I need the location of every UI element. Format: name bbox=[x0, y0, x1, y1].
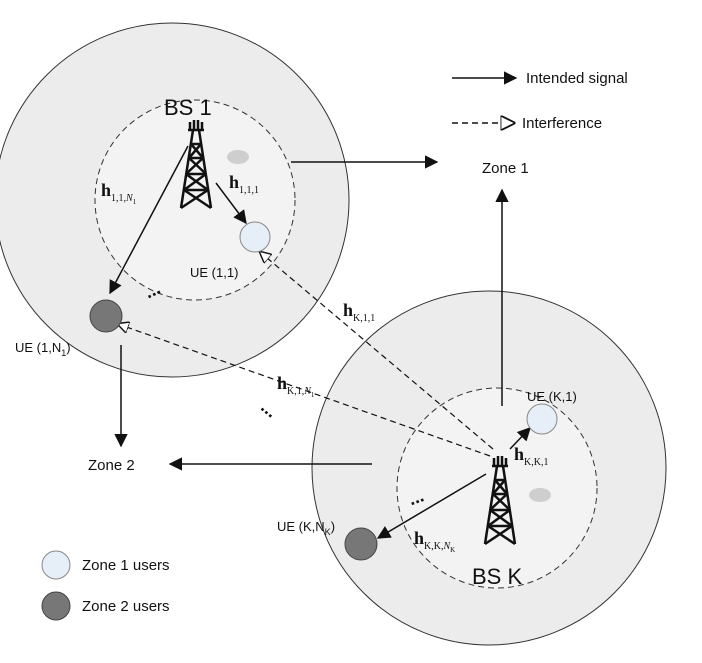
bsk-tower-icon bbox=[483, 456, 517, 546]
ue-k-1 bbox=[526, 403, 558, 435]
legend-zone1-users-label: Zone 1 users bbox=[82, 557, 170, 574]
channel-h-k-1-n1: hK,1,N1 bbox=[277, 373, 315, 399]
signal-arrow-bsk-to-uekn bbox=[376, 473, 487, 539]
bsk-label: BS K bbox=[472, 564, 522, 589]
interference-arrow-k-to-ue11 bbox=[260, 252, 494, 450]
zone1-label: Zone 1 bbox=[482, 160, 529, 177]
channel-h-1-1-1: h1,1,1 bbox=[229, 172, 259, 196]
legend-interference-label: Interference bbox=[522, 115, 602, 132]
bs1-smoke-icon bbox=[227, 150, 249, 164]
ue-1-1 bbox=[239, 221, 271, 253]
ue-1-1-label: UE (1,1) bbox=[190, 265, 238, 280]
interference-arrow-k-to-ue1n bbox=[118, 324, 491, 457]
channel-h-1-1-n1: h1,1,N1 bbox=[101, 180, 137, 206]
channel-h-k-1-1: hK,1,1 bbox=[343, 300, 375, 324]
zone2-label: Zone 2 bbox=[88, 457, 135, 474]
bs1-tower-icon bbox=[179, 120, 213, 210]
ellipsis-between-cells: ... bbox=[257, 397, 281, 422]
bs1-label: BS 1 bbox=[164, 95, 212, 120]
channel-h-k-k-nk: hK,K,NK bbox=[414, 528, 455, 554]
ue-k-nk-label: UE (K,NK) bbox=[277, 519, 335, 537]
legend-intended-label: Intended signal bbox=[526, 70, 628, 87]
signal-arrow-bsk-to-uek1 bbox=[509, 427, 531, 450]
ellipsis-bsk: ... bbox=[406, 485, 427, 509]
ue-1-n1 bbox=[89, 299, 123, 333]
bsk-smoke-icon bbox=[529, 488, 551, 502]
legend-zone1-user-icon bbox=[41, 550, 71, 580]
ue-k-1-label: UE (K,1) bbox=[527, 389, 577, 404]
signal-arrow-bs1-to-ue1n bbox=[109, 145, 189, 295]
legend-zone2-user-icon bbox=[41, 591, 71, 621]
signal-arrow-bs1-to-ue11 bbox=[215, 182, 247, 225]
channel-h-k-k-1: hK,K,1 bbox=[514, 444, 548, 468]
ue-1-n1-label: UE (1,N1) bbox=[15, 340, 71, 358]
ue-k-nk bbox=[344, 527, 378, 561]
legend-zone2-users-label: Zone 2 users bbox=[82, 598, 170, 615]
